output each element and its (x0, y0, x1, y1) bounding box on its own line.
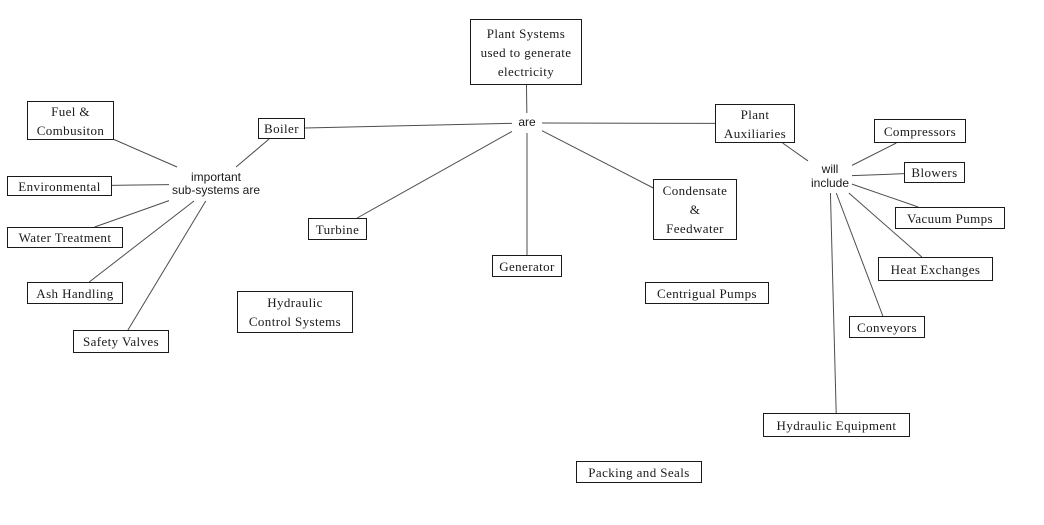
node-ash-handling-text: Ash Handling (36, 285, 114, 301)
node-important-sub-systems-text: important (190, 169, 242, 184)
node-turbine-text: Turbine (315, 221, 360, 237)
node-blowers: Blowers (904, 162, 965, 183)
node-plant-auxiliaries-text: Plant (740, 106, 770, 122)
node-important-sub-systems-text: sub-systems are (171, 183, 261, 197)
edge-important-sub-systems--boiler (235, 138, 270, 168)
node-fuel-combusiton: Fuel & Combusiton (27, 101, 114, 140)
node-water-treatment: Water Treatment (7, 227, 123, 248)
node-plant-auxiliaries-text: Auxiliaries (723, 125, 787, 141)
node-conveyors: Conveyors (849, 316, 925, 338)
node-plant-systems-text: electricity (497, 63, 555, 79)
node-hydraulic-equipment: Hydraulic Equipment (763, 413, 910, 437)
node-condensate-feedwater-text: Condensate (662, 183, 728, 198)
node-boiler: Boiler (258, 118, 305, 139)
node-vacuum-pumps-text: Vacuum Pumps (906, 210, 994, 226)
node-environmental: Environmental (7, 176, 112, 196)
node-are: are (515, 116, 539, 130)
edge-are--boiler (304, 122, 513, 129)
edge-important-sub-systems--fuel-combusiton (113, 139, 178, 168)
node-fuel-combusiton-text: Fuel & (51, 103, 90, 119)
edge-important-sub-systems--safety-valves (127, 200, 207, 331)
node-plant-systems-text: used to generate (480, 44, 572, 60)
node-condensate-feedwater-text: & (689, 202, 701, 217)
node-centrigual-pumps-text: Centrigual Pumps (657, 285, 757, 301)
node-plant-systems: Plant Systems used to generate electricity (470, 19, 582, 85)
node-compressors-text: Compressors (883, 123, 957, 139)
edge-are--turbine (356, 130, 513, 219)
node-heat-exchanges: Heat Exchanges (878, 257, 993, 281)
node-packing-and-seals-text: Packing and Seals (588, 464, 690, 480)
node-conveyors-text: Conveyors (857, 319, 917, 335)
node-generator-text: Generator (499, 258, 555, 274)
edge-will-include--heat-exchanges (848, 192, 923, 258)
node-centrigual-pumps: Centrigual Pumps (645, 282, 769, 304)
node-will-include-text: include (810, 175, 850, 190)
edge-will-include--vacuum-pumps (851, 183, 919, 208)
node-hydraulic-equipment-text: Hydraulic Equipment (776, 417, 897, 433)
node-safety-valves-text: Safety Valves (82, 334, 160, 349)
edge-important-sub-systems--water-treatment (94, 200, 170, 228)
node-blowers-text: Blowers (911, 165, 958, 180)
edge-will-include--conveyors (835, 192, 884, 317)
node-plant-systems-text: Plant Systems (486, 25, 566, 41)
node-ash-handling: Ash Handling (27, 282, 123, 304)
node-safety-valves: Safety Valves (73, 330, 169, 353)
node-will-include-text: will (821, 162, 839, 176)
node-generator: Generator (492, 255, 562, 277)
edge-plant-auxiliaries--will-include (782, 142, 809, 162)
node-are-text: are (518, 115, 536, 130)
node-water-treatment-text: Water Treatment (18, 230, 112, 245)
node-turbine: Turbine (308, 218, 367, 240)
node-hydraulic-control-systems-text: Control Systems (248, 314, 342, 329)
node-packing-and-seals: Packing and Seals (576, 461, 702, 483)
node-fuel-combusiton-text: Combusiton (36, 122, 105, 138)
edge-important-sub-systems--environmental (111, 184, 170, 186)
edge-will-include--compressors (851, 142, 897, 166)
edge-will-include--blowers (851, 173, 905, 177)
edge-are--condensate-feedwater (541, 130, 654, 189)
node-hydraulic-control-systems-text: Hydraulic (267, 295, 323, 310)
node-vacuum-pumps: Vacuum Pumps (895, 207, 1005, 229)
node-condensate-feedwater-text: Feedwater (666, 221, 724, 236)
node-heat-exchanges-text: Heat Exchanges (890, 261, 981, 277)
node-compressors: Compressors (874, 119, 966, 143)
node-environmental-text: Environmental (18, 178, 101, 194)
edge-will-include--hydraulic-equipment (829, 192, 837, 414)
node-condensate-feedwater: Condensate & Feedwater (653, 179, 737, 240)
edge-important-sub-systems--ash-handling (88, 200, 195, 283)
node-boiler-text: Boiler (264, 121, 299, 136)
